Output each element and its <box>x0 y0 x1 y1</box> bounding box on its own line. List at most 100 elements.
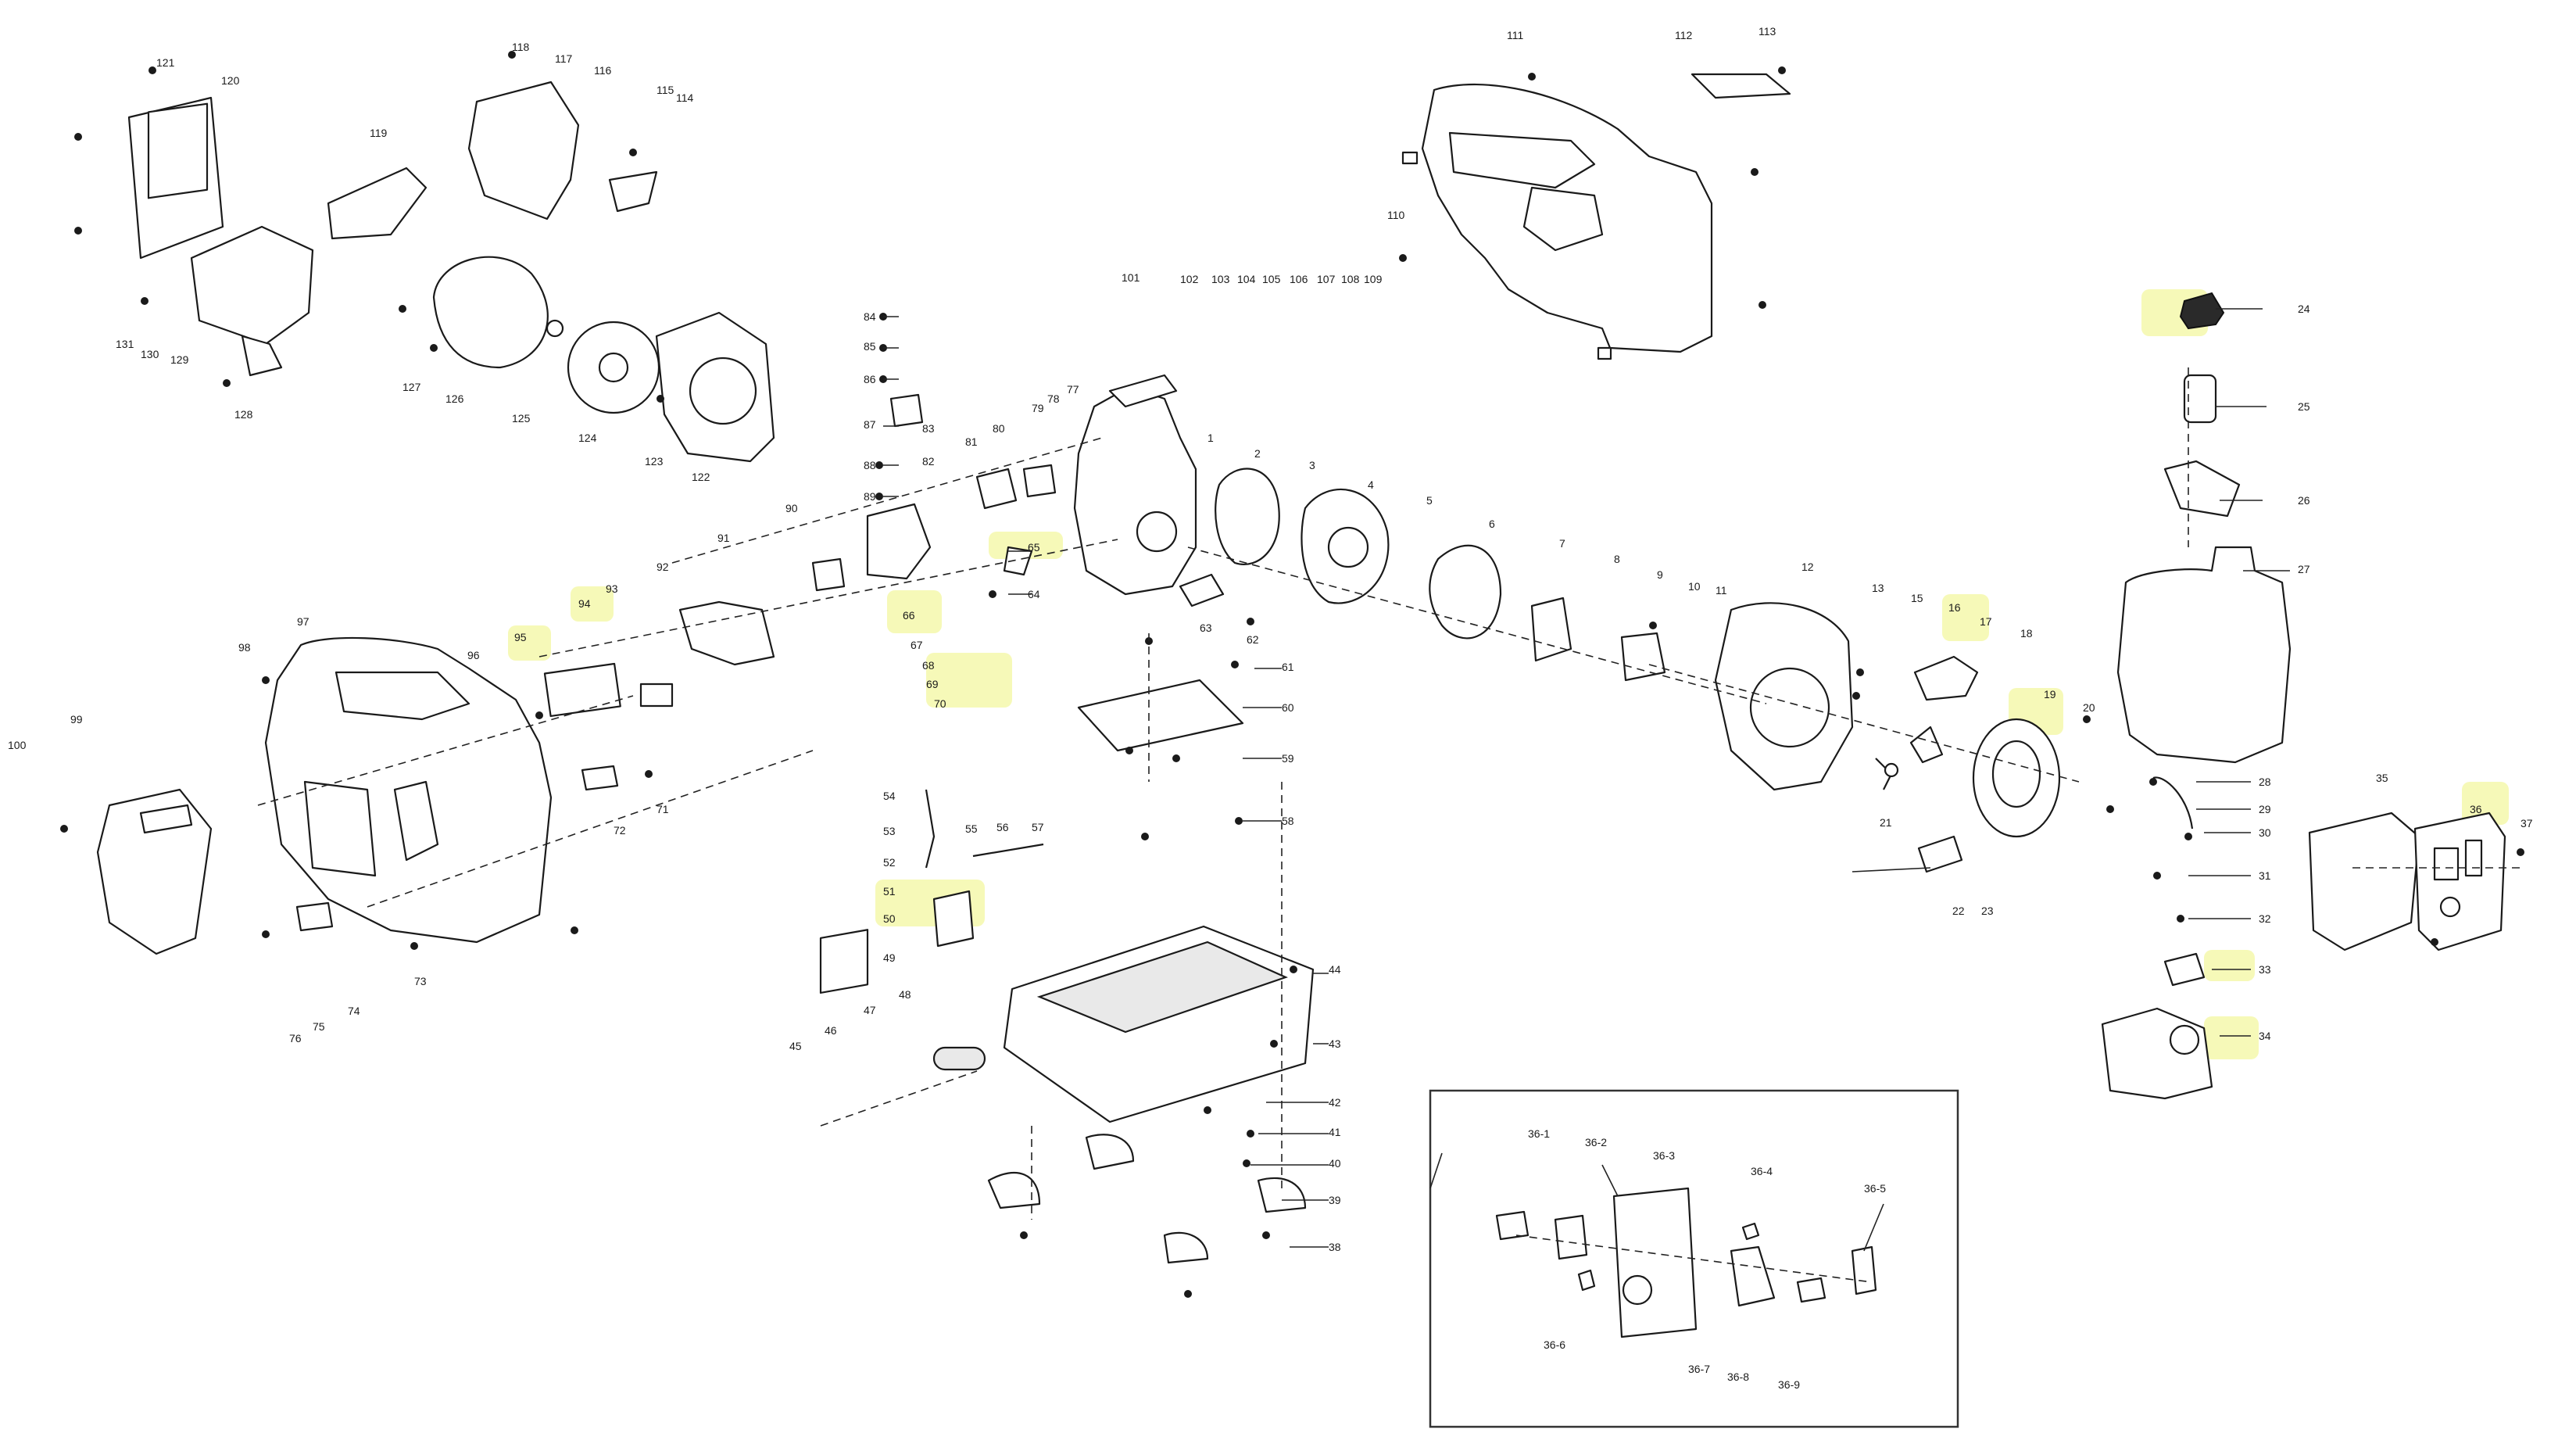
label-72: 72 <box>614 824 626 837</box>
fan-housing-group <box>1714 602 2114 873</box>
label-35: 35 <box>2376 772 2388 784</box>
label-7: 7 <box>1559 537 1565 550</box>
label-12: 12 <box>1801 561 1814 573</box>
label-70: 70 <box>934 697 946 710</box>
label-74: 74 <box>348 1005 360 1017</box>
label-103: 103 <box>1211 273 1230 285</box>
label-18: 18 <box>2020 627 2033 640</box>
label-46: 46 <box>825 1024 837 1037</box>
label-117: 117 <box>555 52 573 65</box>
base-tray-group <box>819 789 1315 1298</box>
label-6: 6 <box>1489 518 1495 530</box>
label-36-8: 36-8 <box>1727 1371 1749 1383</box>
label-105: 105 <box>1262 273 1281 285</box>
label-121: 121 <box>156 56 175 69</box>
label-81: 81 <box>965 435 978 448</box>
label-40: 40 <box>1329 1157 1341 1170</box>
label-130: 130 <box>141 348 159 360</box>
label-68: 68 <box>922 659 935 672</box>
label-23: 23 <box>1981 905 1994 917</box>
label-41: 41 <box>1329 1126 1341 1138</box>
label-76: 76 <box>289 1032 302 1044</box>
engine-group <box>866 313 1666 682</box>
label-84: 84 <box>864 310 876 323</box>
label-36-4: 36-4 <box>1751 1165 1773 1177</box>
label-107: 107 <box>1317 273 1336 285</box>
label-65: 65 <box>1028 541 1040 554</box>
label-106: 106 <box>1290 273 1308 285</box>
label-36-5: 36-5 <box>1864 1182 1886 1195</box>
label-50: 50 <box>883 912 896 925</box>
label-66: 66 <box>903 609 915 622</box>
label-109: 109 <box>1364 273 1383 285</box>
label-116: 116 <box>594 64 612 77</box>
label-59: 59 <box>1282 752 1294 765</box>
label-96: 96 <box>467 649 480 661</box>
label-131: 131 <box>116 338 134 350</box>
label-36-3: 36-3 <box>1653 1149 1675 1162</box>
label-102: 102 <box>1180 273 1199 285</box>
label-94: 94 <box>578 597 591 610</box>
label-21: 21 <box>1880 816 1892 829</box>
label-19: 19 <box>2044 688 2056 701</box>
label-24: 24 <box>2298 303 2310 315</box>
label-61: 61 <box>1282 661 1294 673</box>
label-36-9: 36-9 <box>1778 1378 1800 1391</box>
label-56: 56 <box>996 821 1009 833</box>
label-80: 80 <box>993 422 1005 435</box>
label-16: 16 <box>1948 601 1961 614</box>
label-64: 64 <box>1028 588 1040 600</box>
label-49: 49 <box>883 951 896 964</box>
label-52: 52 <box>883 856 896 869</box>
label-67: 67 <box>911 639 923 651</box>
label-90: 90 <box>785 502 798 514</box>
label-48: 48 <box>899 988 911 1001</box>
label-124: 124 <box>578 432 597 444</box>
label-32: 32 <box>2259 912 2271 925</box>
label-79: 79 <box>1032 402 1044 414</box>
leader-lines <box>883 308 2290 1252</box>
label-25: 25 <box>2298 400 2310 413</box>
label-128: 128 <box>234 408 253 421</box>
label-55: 55 <box>965 822 978 835</box>
label-1: 1 <box>1208 432 1214 444</box>
label-85: 85 <box>864 340 876 353</box>
label-9: 9 <box>1657 568 1663 581</box>
label-119: 119 <box>370 127 388 139</box>
label-15: 15 <box>1911 592 1923 604</box>
label-39: 39 <box>1329 1194 1341 1206</box>
label-29: 29 <box>2259 803 2271 815</box>
label-93: 93 <box>606 582 618 595</box>
label-22: 22 <box>1952 905 1965 917</box>
label-13: 13 <box>1872 582 1884 594</box>
label-112: 112 <box>1675 29 1693 41</box>
label-60: 60 <box>1282 701 1294 714</box>
label-77: 77 <box>1067 383 1079 396</box>
label-4: 4 <box>1368 478 1374 491</box>
label-122: 122 <box>692 471 710 483</box>
label-91: 91 <box>717 532 730 544</box>
label-89: 89 <box>864 490 876 503</box>
label-38: 38 <box>1329 1241 1341 1253</box>
label-28: 28 <box>2259 776 2271 788</box>
label-51: 51 <box>883 885 896 898</box>
label-75: 75 <box>313 1020 325 1033</box>
label-126: 126 <box>445 392 464 405</box>
base-plate-group <box>1077 637 1244 840</box>
label-44: 44 <box>1329 963 1341 976</box>
label-57: 57 <box>1032 821 1044 833</box>
label-115: 115 <box>657 84 674 96</box>
label-98: 98 <box>238 641 251 654</box>
label-123: 123 <box>645 455 664 468</box>
air-shroud-group <box>74 51 775 463</box>
label-42: 42 <box>1329 1096 1341 1109</box>
label-36-1: 36-1 <box>1528 1127 1550 1140</box>
label-99: 99 <box>70 713 83 726</box>
label-120: 120 <box>221 74 240 87</box>
label-43: 43 <box>1329 1037 1341 1050</box>
fuel-tank-group <box>2101 292 2292 1100</box>
label-2: 2 <box>1254 447 1261 460</box>
label-5: 5 <box>1426 494 1433 507</box>
label-129: 129 <box>170 353 189 366</box>
label-47: 47 <box>864 1004 876 1016</box>
